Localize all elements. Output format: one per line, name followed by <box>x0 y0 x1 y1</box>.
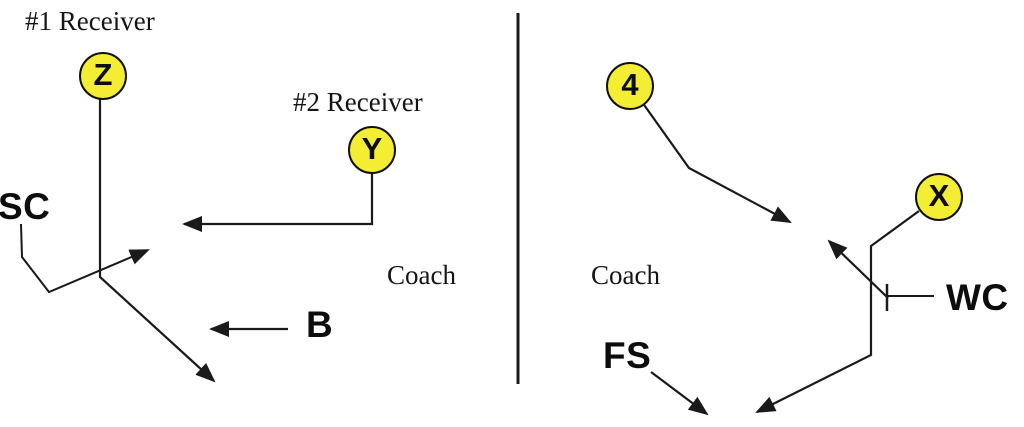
defender-label-fs: FS <box>603 335 652 376</box>
route-x-receiver <box>755 210 920 413</box>
player-x-label: X <box>928 178 950 213</box>
route-sc-defender <box>20 223 150 294</box>
player-y-label: Y <box>361 131 383 166</box>
player-circle-x: X <box>915 173 963 221</box>
route-wc-defender <box>827 239 889 299</box>
player-z-label: Z <box>93 57 113 92</box>
route-fs-defender <box>650 371 709 416</box>
route-z-receiver <box>98 99 216 383</box>
coach-caption-left: Coach <box>387 260 456 290</box>
route-4-receiver <box>641 101 792 223</box>
defender-label-sc: SC <box>0 186 51 227</box>
receiver1-caption: #1 Receiver <box>25 6 155 36</box>
defender-label-wc: WC <box>946 277 1009 318</box>
player-circle-y: Y <box>348 126 396 174</box>
route-y-receiver <box>182 174 374 232</box>
receiver2-caption: #2 Receiver <box>293 87 423 117</box>
player-circle-z: Z <box>79 52 127 100</box>
coach-caption-right: Coach <box>591 260 660 290</box>
player-circle-4: 4 <box>606 62 654 110</box>
defender-label-b: B <box>306 304 334 345</box>
player-4-label: 4 <box>621 67 639 102</box>
